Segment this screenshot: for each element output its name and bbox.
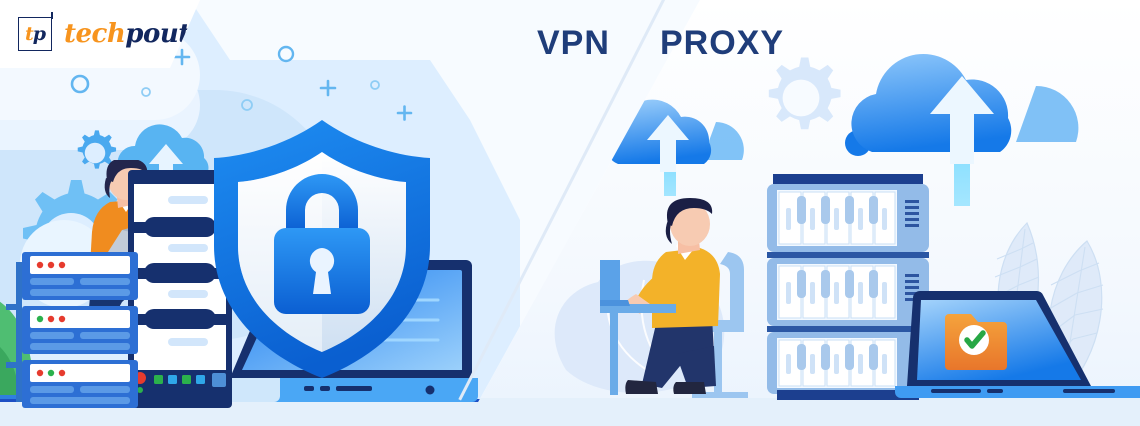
logo-mark-first: t (24, 22, 34, 45)
person-at-desk (552, 196, 790, 400)
logo-mark-second: p (32, 22, 46, 45)
shield-lock-icon (208, 118, 436, 380)
heading-vpn: VPN (537, 24, 610, 62)
laptop (895, 288, 1140, 403)
gear-icon-small (68, 126, 122, 180)
server-stack (2, 252, 138, 408)
decorative-shapes (0, 0, 520, 200)
logo-word-first: tech (64, 19, 126, 49)
right-floor (465, 398, 1140, 426)
gear-icon (755, 52, 847, 144)
left-panel-vpn (0, 0, 520, 426)
heading-proxy: PROXY (660, 24, 785, 62)
logo-mark-icon: tp (18, 12, 53, 51)
server-rack (763, 174, 933, 400)
brand-logo[interactable]: tp techpout (0, 0, 200, 68)
logo-word-second: pout (125, 19, 190, 49)
logo-wordmark: techpout (64, 21, 190, 47)
